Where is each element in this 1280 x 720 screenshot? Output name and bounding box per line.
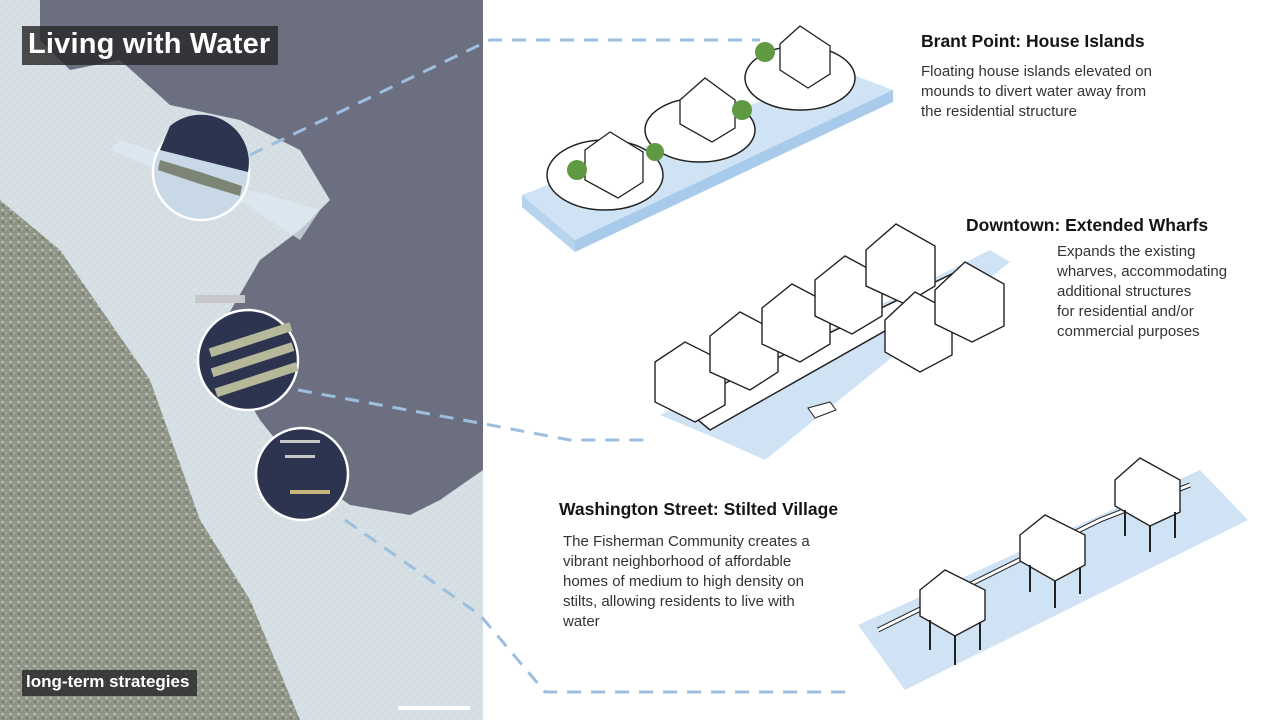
page-title: Living with Water xyxy=(22,26,279,65)
strategy-heading-washington-street: Washington Street: Stilted Village xyxy=(559,499,839,519)
aerial-map xyxy=(0,0,483,720)
strategy-description-brant-point: Floating house islands elevated on mound… xyxy=(921,63,1152,120)
strategy-description-washington-street: The Fisherman Community creates a vibran… xyxy=(563,533,810,630)
map-subtitle: long-term strategies xyxy=(22,670,198,696)
stilted-village-illustration xyxy=(858,457,1248,690)
strategy-description-downtown: Expands the existing wharves, accommodat… xyxy=(1057,243,1228,340)
strategy-heading-brant-point: Brant Point: House Islands xyxy=(921,31,1145,51)
strategy-heading-downtown: Downtown: Extended Wharfs xyxy=(966,215,1209,235)
scale-bar xyxy=(398,706,470,710)
extended-wharfs-illustration xyxy=(654,223,1010,460)
house-islands-illustration xyxy=(522,25,893,252)
